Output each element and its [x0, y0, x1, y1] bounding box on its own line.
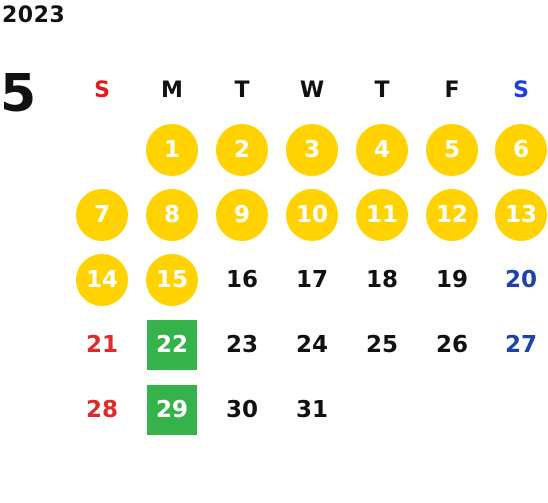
calendar-day[interactable]: 10 — [286, 189, 338, 241]
calendar-day[interactable]: 15 — [146, 254, 198, 306]
calendar-day[interactable]: 16 — [225, 266, 258, 293]
calendar-day[interactable]: 8 — [146, 189, 198, 241]
calendar-day[interactable]: 1 — [146, 124, 198, 176]
calendar-day[interactable]: 5 — [426, 124, 478, 176]
weekday-label: W — [299, 78, 325, 103]
calendar-day[interactable]: 24 — [295, 331, 328, 358]
weekday-label: S — [94, 78, 110, 103]
calendar-day[interactable]: 26 — [435, 331, 468, 358]
calendar-day[interactable]: 11 — [356, 189, 408, 241]
calendar-day[interactable]: 30 — [225, 396, 258, 423]
year-label: 2023 — [2, 3, 66, 28]
weekday-label: S — [513, 78, 529, 103]
calendar-day[interactable]: 12 — [426, 189, 478, 241]
calendar-day[interactable]: 6 — [495, 124, 547, 176]
calendar-day[interactable]: 7 — [76, 189, 128, 241]
calendar-day[interactable]: 29 — [147, 385, 197, 435]
weekday-label: T — [374, 78, 390, 103]
calendar-day[interactable]: 17 — [295, 266, 328, 293]
calendar-day[interactable]: 13 — [495, 189, 547, 241]
calendar-day[interactable]: 25 — [365, 331, 398, 358]
calendar-day[interactable]: 3 — [286, 124, 338, 176]
calendar-day[interactable]: 4 — [356, 124, 408, 176]
calendar-day[interactable]: 27 — [504, 331, 537, 358]
calendar-day[interactable]: 21 — [85, 331, 118, 358]
month-label: 5 — [0, 64, 37, 124]
weekday-label: M — [161, 78, 183, 103]
weekday-label: F — [444, 78, 460, 103]
calendar-day[interactable]: 19 — [435, 266, 468, 293]
calendar-day[interactable]: 9 — [216, 189, 268, 241]
calendar-day[interactable]: 23 — [225, 331, 258, 358]
calendar-day[interactable]: 14 — [76, 254, 128, 306]
calendar-day[interactable]: 28 — [85, 396, 118, 423]
calendar-day[interactable]: 2 — [216, 124, 268, 176]
calendar-day[interactable]: 20 — [504, 266, 537, 293]
calendar-day[interactable]: 22 — [147, 320, 197, 370]
weekday-label: T — [234, 78, 250, 103]
calendar-day[interactable]: 31 — [295, 396, 328, 423]
calendar-day[interactable]: 18 — [365, 266, 398, 293]
